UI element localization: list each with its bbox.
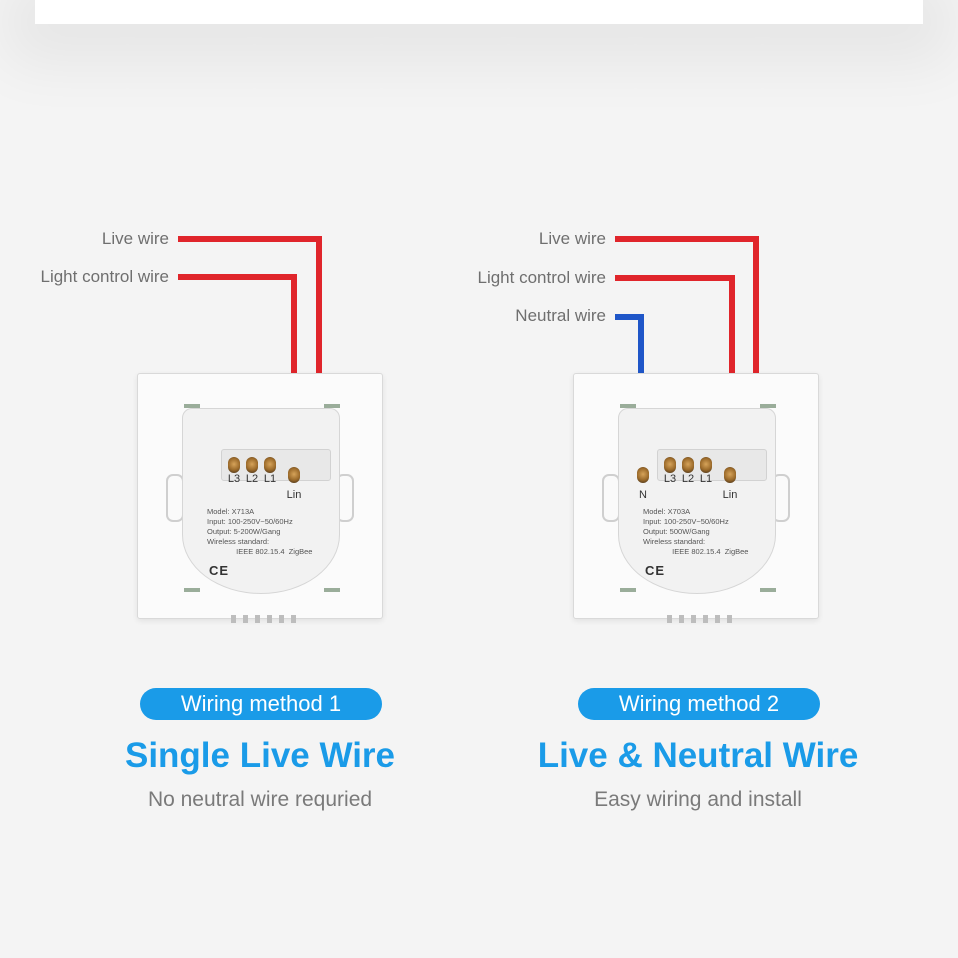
- panel-clip: [620, 404, 636, 408]
- top-shelf: [35, 0, 923, 24]
- terminal-label-l3: L3: [663, 473, 677, 485]
- method2-badge: Wiring method 2: [578, 688, 820, 720]
- switch-panel-2: N L3 L2 L1 Lin Model: X703A Input: 100-2…: [573, 373, 819, 623]
- terminal-label-l2: L2: [245, 473, 259, 485]
- terminal-screw: [288, 467, 300, 483]
- method2-live-wire-label: Live wire: [538, 229, 606, 248]
- terminal-screw: [264, 457, 276, 473]
- terminal-label-l1: L1: [699, 473, 713, 485]
- method1-subtitle: No neutral wire requried: [147, 788, 373, 811]
- switch-module-2: N L3 L2 L1 Lin Model: X703A Input: 100-2…: [618, 408, 776, 623]
- terminal-screw: [664, 457, 676, 473]
- vent: [291, 615, 296, 623]
- vent: [243, 615, 248, 623]
- vent: [715, 615, 720, 623]
- method2-neutral-wire-label: Neutral wire: [515, 306, 606, 325]
- panel-clip: [620, 588, 636, 592]
- method1-light-control-wire-label: Light control wire: [40, 267, 169, 286]
- method2-subtitle: Easy wiring and install: [594, 788, 802, 811]
- panel-clip: [324, 588, 340, 592]
- vent: [279, 615, 284, 623]
- terminal-screw: [228, 457, 240, 473]
- spec-label: Model: X703A Input: 100-250V~50/60Hz Out…: [643, 507, 749, 556]
- vent: [691, 615, 696, 623]
- terminal-screw: [637, 467, 649, 483]
- method1-title: Single Live Wire: [124, 736, 396, 775]
- panel-clip: [760, 588, 776, 592]
- terminal-label-l3: L3: [227, 473, 241, 485]
- method1-live-wire-label: Live wire: [101, 229, 169, 248]
- terminal-screw: [700, 457, 712, 473]
- vent: [667, 615, 672, 623]
- vent: [703, 615, 708, 623]
- certification-marks: CE: [645, 563, 666, 578]
- method2-light-control-wire-label: Light control wire: [477, 268, 606, 287]
- panel-clip: [184, 404, 200, 408]
- terminal-label-lin: Lin: [722, 489, 738, 501]
- terminal-screw: [724, 467, 736, 483]
- vent: [231, 615, 236, 623]
- vent: [255, 615, 260, 623]
- certification-marks: CE: [209, 563, 230, 578]
- vent: [267, 615, 272, 623]
- switch-panel-1: L3 L2 L1 Lin Model: X713A Input: 100-250…: [137, 373, 383, 623]
- terminal-label-lin: Lin: [286, 489, 302, 501]
- switch-module-1: L3 L2 L1 Lin Model: X713A Input: 100-250…: [182, 408, 340, 623]
- method2-title: Live & Neutral Wire: [537, 736, 859, 775]
- terminal-label-l2: L2: [681, 473, 695, 485]
- panel-clip: [760, 404, 776, 408]
- terminal-screw: [682, 457, 694, 473]
- terminal-label-l1: L1: [263, 473, 277, 485]
- vent: [727, 615, 732, 623]
- terminal-screw: [246, 457, 258, 473]
- spec-label: Model: X713A Input: 100-250V~50/60Hz Out…: [207, 507, 313, 556]
- panel-clip: [324, 404, 340, 408]
- panel-clip: [184, 588, 200, 592]
- vent: [679, 615, 684, 623]
- terminal-label-n: N: [639, 489, 647, 501]
- method1-badge: Wiring method 1: [140, 688, 382, 720]
